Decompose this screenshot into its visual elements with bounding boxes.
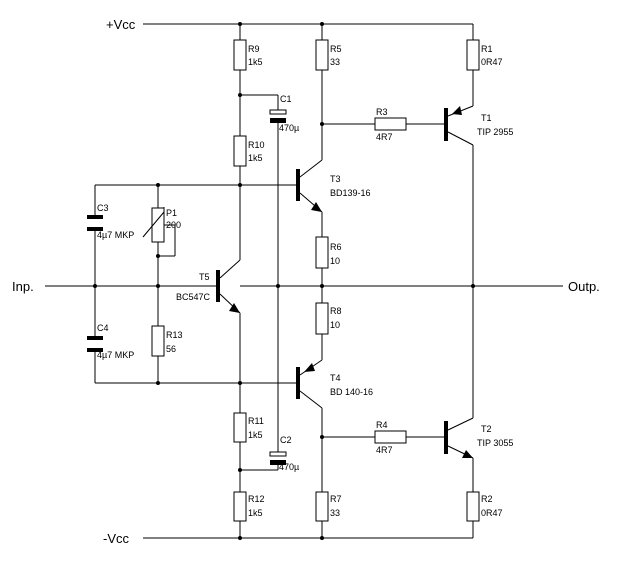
resistor-r9: R9 1k5 [233,39,263,71]
svg-text:C1: C1 [280,94,292,104]
resistor-r3: R3 4R7 [374,107,407,142]
vcc-positive-label: +Vcc [106,17,136,32]
transistor-t5: T5 BC547C [176,259,241,314]
svg-text:C3: C3 [97,203,109,213]
svg-text:R3: R3 [376,107,388,117]
svg-text:T1: T1 [481,113,492,123]
svg-text:R4: R4 [376,420,388,430]
svg-text:1k5: 1k5 [248,430,263,440]
output-label: Outp. [568,279,600,294]
svg-text:R5: R5 [330,44,342,54]
svg-text:0R47: 0R47 [481,508,503,518]
capacitor-c4: C4 4µ7 MKP [87,323,134,360]
svg-text:T5: T5 [199,272,210,282]
svg-text:R13: R13 [166,330,183,340]
svg-text:R1: R1 [481,44,493,54]
resistor-r12: R12 1k5 [233,491,265,522]
svg-text:BD139-16: BD139-16 [330,188,371,198]
capacitor-c2: C2 470µ [269,435,299,472]
svg-text:C2: C2 [280,435,292,445]
svg-text:10: 10 [330,256,340,266]
wires [45,23,563,539]
svg-text:R9: R9 [248,44,260,54]
svg-text:4R7: 4R7 [376,132,393,142]
svg-text:200: 200 [166,220,181,230]
resistor-r2: R2 0R47 [466,491,503,522]
capacitor-c1: C1 470µ [269,94,299,133]
svg-text:33: 33 [330,57,340,67]
capacitor-c3: C3 4µ7 MKP [87,203,134,240]
svg-text:R7: R7 [330,494,342,504]
svg-text:10: 10 [330,320,340,330]
svg-text:470µ: 470µ [279,123,299,133]
svg-text:C4: C4 [97,323,109,333]
resistor-r8: R8 10 [315,302,342,335]
svg-text:T3: T3 [330,174,341,184]
resistor-r4: R4 4R7 [374,420,407,455]
junction-dots [93,22,475,540]
vcc-negative-label: -Vcc [103,531,130,546]
svg-text:470µ: 470µ [279,462,299,472]
svg-text:BD 140-16: BD 140-16 [330,387,373,397]
svg-text:4µ7 MKP: 4µ7 MKP [97,230,134,240]
svg-text:33: 33 [330,508,340,518]
input-label: Inp. [12,279,34,294]
svg-text:TIP 2955: TIP 2955 [477,127,513,137]
svg-text:R8: R8 [330,306,342,316]
svg-text:1k5: 1k5 [248,508,263,518]
svg-text:T2: T2 [481,424,492,434]
transistor-t3: T3 BD139-16 [296,159,371,213]
svg-text:P1: P1 [166,208,177,218]
resistor-r11: R11 1k5 [233,412,264,443]
resistor-r7: R7 33 [315,491,342,522]
svg-text:TIP 3055: TIP 3055 [477,438,513,448]
resistor-r5: R5 33 [315,39,342,71]
svg-text:T4: T4 [330,373,341,383]
transistor-t4: T4 BD 140-16 [296,359,373,409]
transistor-t2: T2 TIP 3055 [444,417,513,459]
transistor-t1: T1 TIP 2955 [444,105,513,146]
svg-text:R12: R12 [248,494,265,504]
svg-text:1k5: 1k5 [248,57,263,67]
svg-text:56: 56 [166,344,176,354]
resistor-r10: R10 1k5 [233,135,265,167]
svg-text:1k5: 1k5 [248,153,263,163]
svg-text:4R7: 4R7 [376,445,393,455]
svg-text:0R47: 0R47 [481,57,503,67]
svg-text:R2: R2 [481,494,493,504]
svg-text:BC547C: BC547C [176,292,211,302]
resistor-r1: R1 0R47 [466,39,503,71]
svg-text:4µ7 MKP: 4µ7 MKP [97,350,134,360]
svg-text:R11: R11 [248,416,264,426]
svg-text:R10: R10 [248,140,265,150]
potentiometer-p1: P1 200 [142,207,181,243]
resistor-r13: R13 56 [151,325,183,357]
svg-text:R6: R6 [330,242,342,252]
resistor-r6: R6 10 [315,236,342,269]
